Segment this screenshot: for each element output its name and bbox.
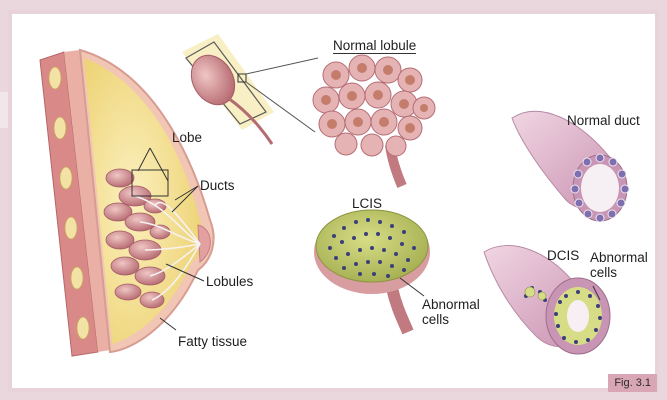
breast-cross-section: [40, 50, 214, 356]
lobe-inset: [182, 34, 318, 144]
normal-duct-label: Normal duct: [567, 113, 640, 128]
lobe-label: Lobe: [172, 130, 202, 145]
normal-lobule-label: Normal lobule: [333, 38, 416, 54]
abnormal-cells-dcis-label: Abnormal cells: [590, 250, 648, 280]
lcis-illustration: [314, 210, 430, 332]
fatty-tissue-label: Fatty tissue: [178, 334, 247, 349]
lobules-label: Lobules: [206, 274, 253, 289]
dcis-label: DCIS: [547, 248, 579, 263]
lcis-label: LCIS: [352, 196, 382, 211]
normal-lobule-illustration: [313, 55, 435, 186]
abnormal-cells-lcis-label: Abnormal cells: [422, 297, 480, 327]
ducts-label: Ducts: [200, 178, 235, 193]
figure-caption: Fig. 3.1: [608, 374, 657, 392]
